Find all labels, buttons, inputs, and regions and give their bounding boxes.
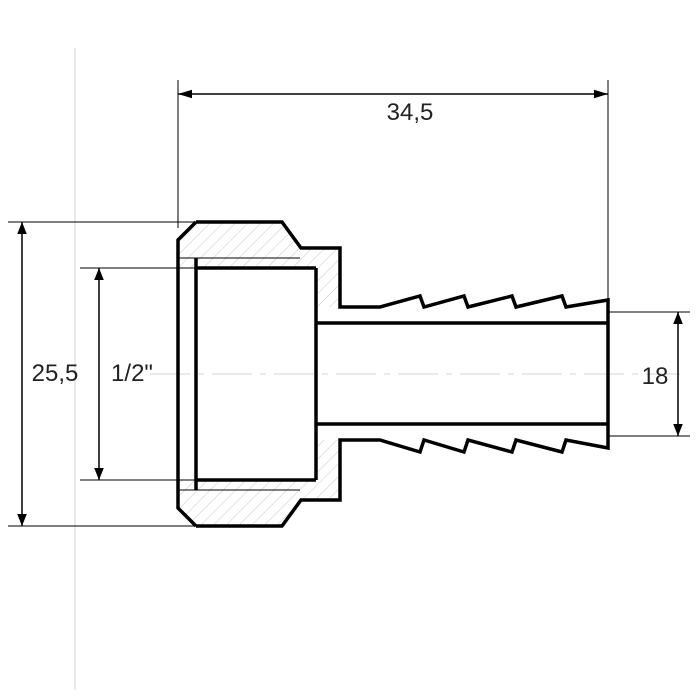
- dimension-outer-diameter: 25,5: [8, 221, 196, 527]
- section-hatch-bottom: [196, 440, 340, 526]
- section-hatch-top: [196, 222, 340, 307]
- fitting-outline: [176, 220, 610, 528]
- outer-diameter-label: 25,5: [32, 360, 79, 387]
- thread-size-label: 1/2": [111, 360, 153, 387]
- dimension-hose-diameter: 18: [608, 311, 690, 437]
- dimension-overall-length: 34,5: [177, 80, 609, 300]
- chamfer-hatch-bottom: [178, 480, 196, 526]
- hose-diameter-label: 18: [642, 363, 669, 390]
- dimension-thread-size: 1/2": [80, 267, 196, 481]
- overall-length-label: 34,5: [387, 99, 434, 126]
- chamfer-hatch-top: [178, 222, 196, 268]
